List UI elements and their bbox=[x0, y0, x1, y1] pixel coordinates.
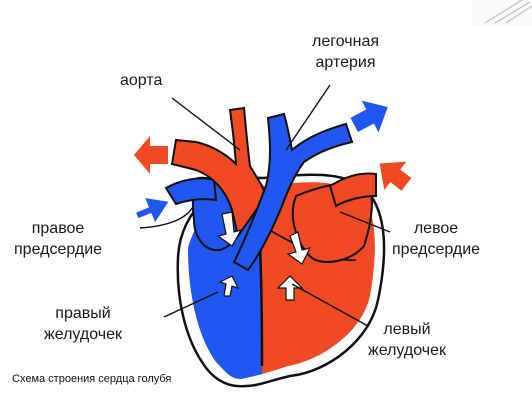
leader-aorta bbox=[171, 97, 241, 151]
label-right-atrium: правое предсердие bbox=[14, 220, 103, 258]
aorta-vessel bbox=[170, 106, 268, 239]
arrow-down-icon bbox=[216, 211, 243, 247]
arrow-down-icon bbox=[286, 231, 312, 265]
pulmonary-artery-vessel bbox=[232, 112, 354, 272]
leader-right-ventricle bbox=[163, 291, 219, 318]
arrow-right-icon bbox=[136, 198, 169, 223]
leader-left-atrium bbox=[339, 211, 391, 233]
label-left-ventricle: левый желудочек bbox=[368, 321, 446, 359]
vena-cava bbox=[164, 177, 218, 206]
label-pulmonary-artery: легочная артерия bbox=[312, 33, 379, 71]
arrow-up-icon bbox=[218, 275, 240, 297]
leader-left-ventricle bbox=[291, 283, 369, 327]
arrow-left-icon bbox=[379, 161, 412, 191]
label-aorta: аорта bbox=[120, 72, 163, 89]
figure-caption: Схема строения сердца голубя bbox=[12, 373, 172, 385]
leader-right-atrium bbox=[139, 207, 193, 229]
arrow-left-icon bbox=[134, 136, 168, 174]
arrow-up-icon bbox=[276, 275, 304, 301]
label-right-ventricle: правый желудочек bbox=[44, 305, 122, 343]
label-left-atrium: левое предсердие bbox=[392, 220, 481, 258]
septum bbox=[258, 249, 264, 367]
corner-fold-icon bbox=[472, 0, 532, 26]
pulmonary-vein bbox=[328, 172, 377, 208]
leader-pulmonary-artery bbox=[285, 84, 331, 151]
arrow-right-icon bbox=[350, 100, 388, 133]
